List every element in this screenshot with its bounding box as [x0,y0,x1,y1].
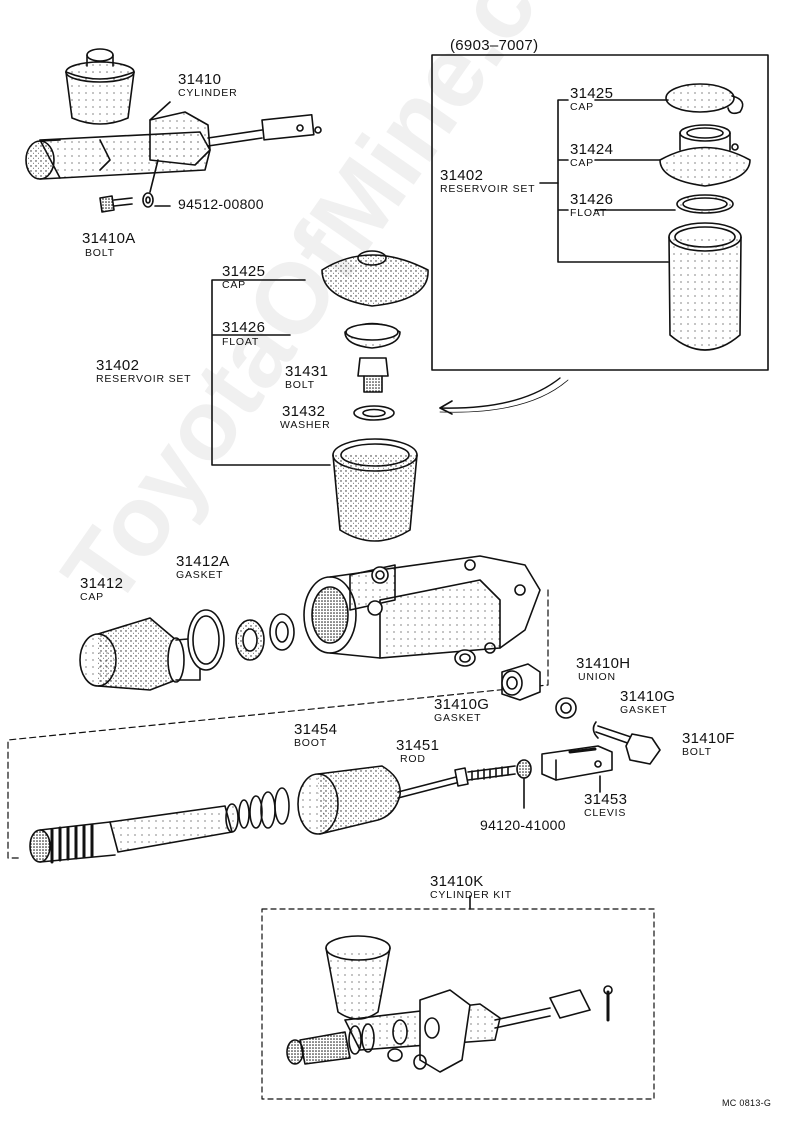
inset-31402-name: RESERVOIR SET [440,183,536,195]
part-31454-name: BOOT [294,737,327,749]
part-31431-name: BOLT [285,379,315,391]
part-31410G-2-number: 31410G [620,688,676,705]
part-31425-number: 31425 [222,263,266,280]
part-31410K-number: 31410K [430,873,484,890]
reservoir-set [211,250,429,542]
part-31410H-number: 31410H [576,655,631,672]
part-31431-number: 31431 [285,363,329,380]
part-94120-number: 94120-41000 [480,817,566,833]
pushrod-row [29,745,613,864]
part-31412A-number: 31412A [176,553,230,570]
part-31426-number: 31426 [222,319,266,336]
part-31451-name: ROD [400,753,426,765]
part-31410G-1-name: GASKET [434,712,482,724]
part-31410-name: CYLINDER [178,87,238,99]
part-31410G-1-number: 31410G [434,696,490,713]
inset-31424-number: 31424 [570,141,614,158]
master-cylinder-assembly [25,48,322,213]
part-31425-name: CAP [222,279,246,291]
inset-31426-name: FLOAT [570,207,608,219]
part-31453-number: 31453 [584,791,628,808]
cylinder-kit [261,895,655,1100]
inset-frame [431,54,769,371]
part-94512-number: 94512-00800 [178,196,264,212]
part-31410G-2-name: GASKET [620,704,668,716]
part-31453-name: CLEVIS [584,807,627,819]
part-31402-name: RESERVOIR SET [96,373,192,385]
part-31410F-name: BOLT [682,746,712,758]
part-31410A-number: 31410A [82,230,136,247]
inset-31424-name: CAP [570,157,594,169]
inset-31426-number: 31426 [570,191,614,208]
part-31432-number: 31432 [282,403,326,420]
inset-date-range: (6903–7007) [450,37,539,54]
cylinder-body-row [7,555,661,859]
inset-31402-number: 31402 [440,167,484,184]
inset-31425-name: CAP [570,101,594,113]
part-31410H-name: UNION [578,671,616,683]
part-31454-number: 31454 [294,721,338,738]
part-31432-name: WASHER [280,419,331,431]
inset-31425-number: 31425 [570,85,614,102]
diagram-code: MC 0813-G [722,1098,772,1108]
part-31426-name: FLOAT [222,336,260,348]
part-31410-number: 31410 [178,71,222,88]
part-31410K-name: CYLINDER KIT [430,889,512,901]
part-31451-number: 31451 [396,737,440,754]
part-31412-number: 31412 [80,575,124,592]
part-31412A-name: GASKET [176,569,224,581]
part-31402-number: 31402 [96,357,140,374]
part-31410F-number: 31410F [682,730,735,747]
part-31410A-name: BOLT [85,247,115,259]
part-31412-name: CAP [80,591,104,603]
